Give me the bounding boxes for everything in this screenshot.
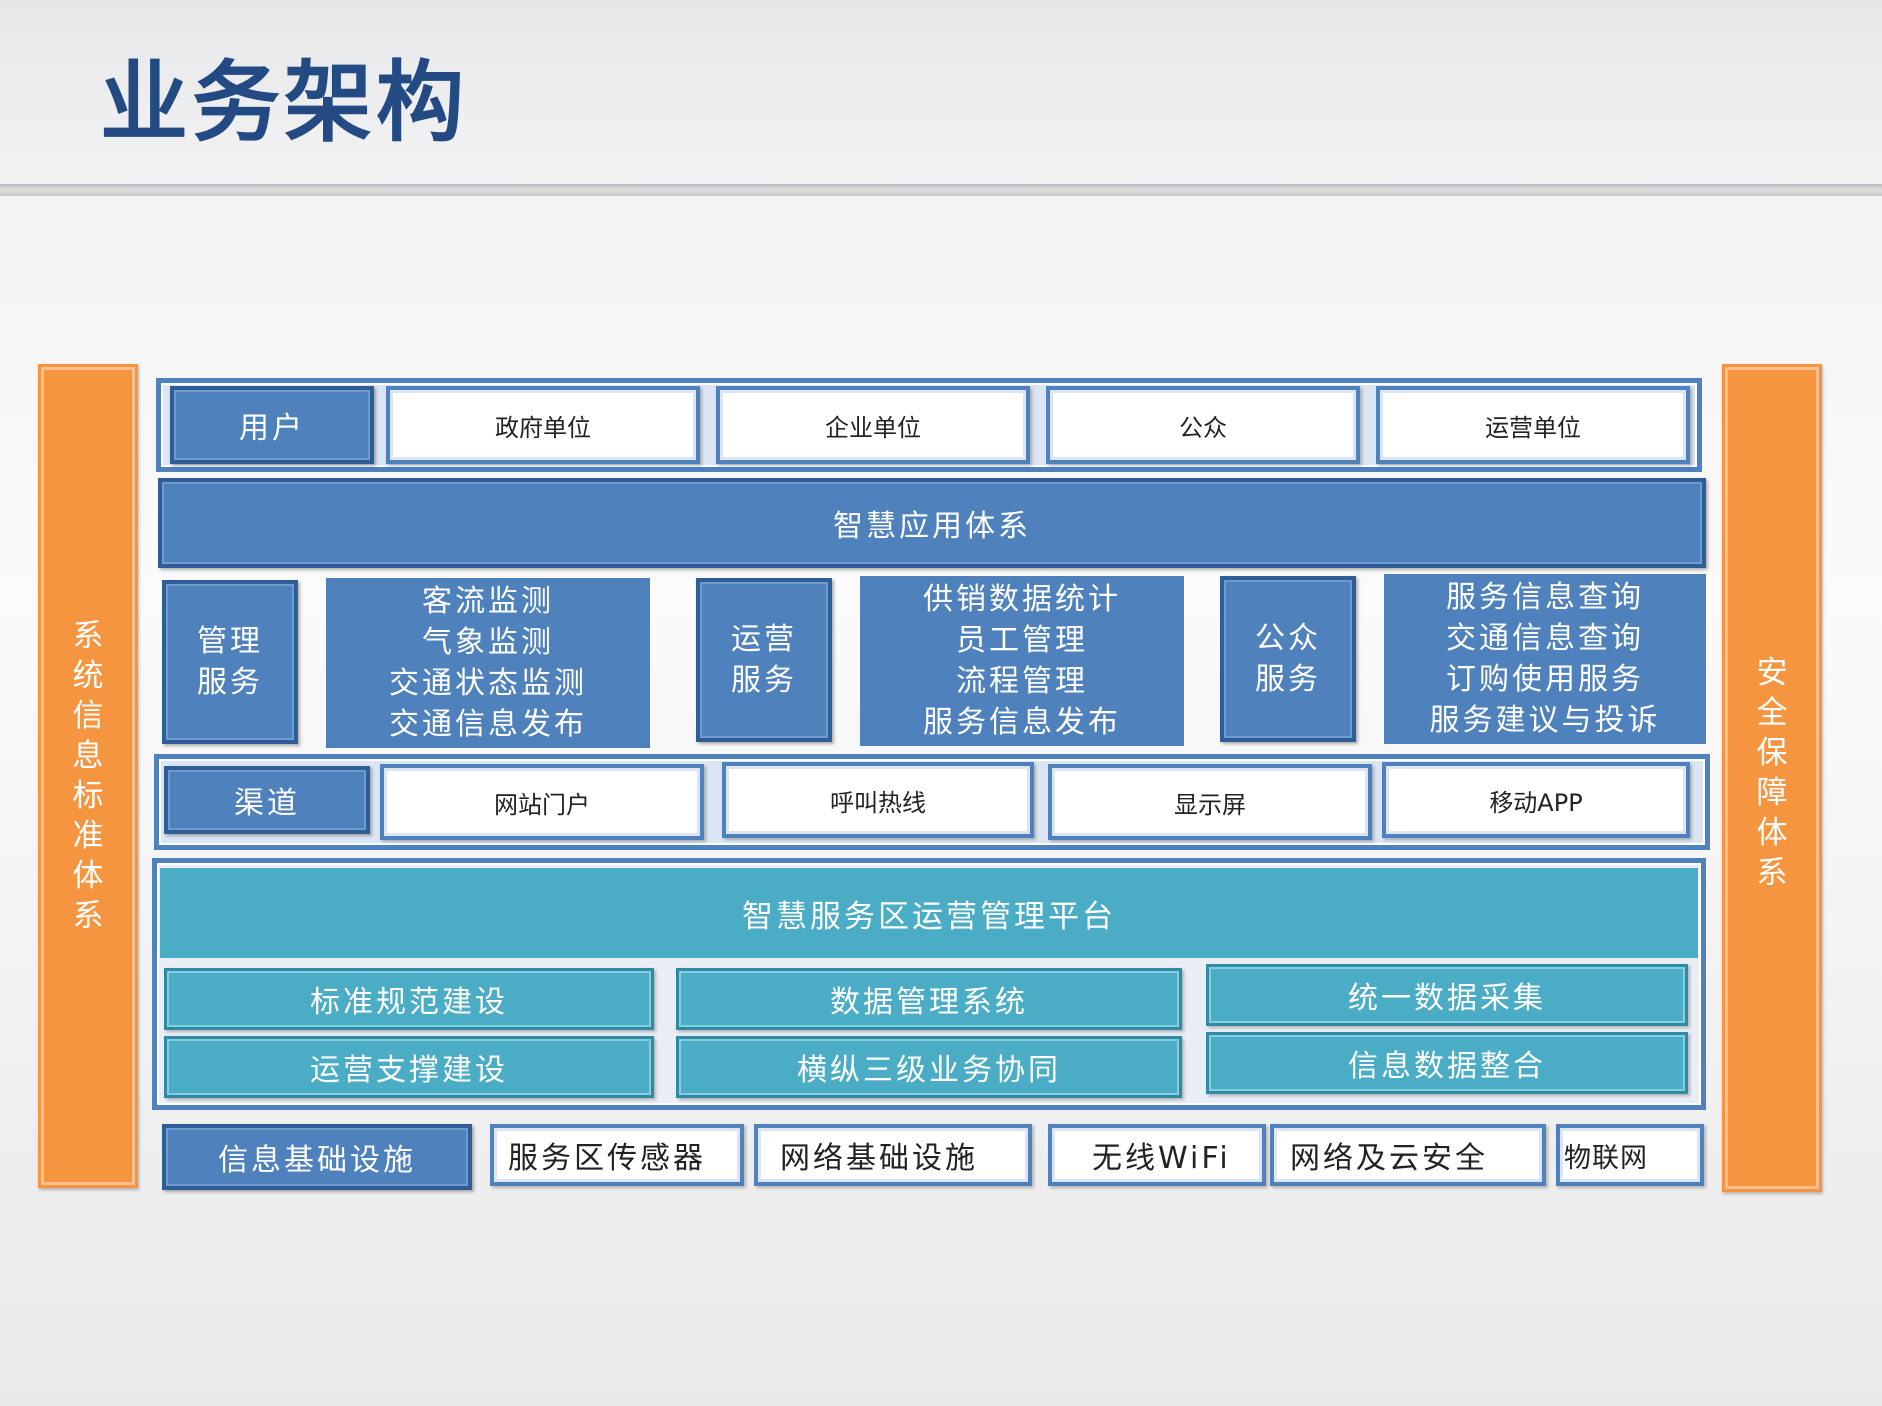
user-item-operator: 运营单位 — [1376, 386, 1690, 464]
infra-item-iot: 物联网 — [1556, 1124, 1704, 1186]
public-service-label: 公众 服务 — [1220, 576, 1356, 742]
user-item-government: 政府单位 — [386, 386, 700, 464]
infra-item-cloud-security: 网络及云安全 — [1270, 1124, 1546, 1186]
users-label: 用户 — [170, 386, 374, 464]
operation-service-label: 运营 服务 — [696, 578, 832, 742]
operation-service-item: 员工管理 — [956, 623, 1088, 658]
management-service-label: 管理 服务 — [162, 580, 298, 744]
management-service-item: 客流监测 — [422, 584, 554, 619]
public-service-line-1: 公众 — [1255, 621, 1321, 656]
public-service-item: 交通信息查询 — [1446, 621, 1644, 656]
platform-title: 智慧服务区运营管理平台 — [160, 868, 1698, 958]
platform-module-data-collection: 统一数据采集 — [1206, 964, 1688, 1026]
header-divider — [0, 184, 1882, 196]
user-item-public: 公众 — [1046, 386, 1360, 464]
management-service-line-1: 管理 — [197, 624, 263, 659]
operation-service-item: 服务信息发布 — [923, 705, 1121, 740]
smart-application-system: 智慧应用体系 — [158, 478, 1706, 568]
management-service-items: 客流监测 气象监测 交通状态监测 交通信息发布 — [326, 578, 650, 748]
infra-item-sensors: 服务区传感器 — [490, 1124, 744, 1186]
public-service-item: 服务建议与投诉 — [1429, 703, 1661, 738]
channel-item-call-hotline: 呼叫热线 — [722, 762, 1034, 838]
operation-service-items: 供销数据统计 员工管理 流程管理 服务信息发布 — [860, 576, 1184, 746]
infra-item-wifi: 无线WiFi — [1048, 1124, 1266, 1186]
public-service-line-2: 服务 — [1255, 662, 1321, 697]
standards-system-label: 系统信息标准体系 — [72, 618, 104, 934]
security-system-label: 安全保障体系 — [1756, 655, 1788, 891]
public-service-item: 订购使用服务 — [1446, 662, 1644, 697]
channel-item-mobile-app: 移动APP — [1382, 762, 1690, 838]
platform-module-data-management: 数据管理系统 — [676, 968, 1182, 1030]
platform-module-operation-support: 运营支撑建设 — [164, 1036, 654, 1098]
operation-service-line-2: 服务 — [731, 663, 797, 698]
user-item-enterprise: 企业单位 — [716, 386, 1030, 464]
management-service-item: 气象监测 — [422, 625, 554, 660]
operation-service-line-1: 运营 — [731, 622, 797, 657]
public-service-item: 服务信息查询 — [1446, 580, 1644, 615]
infra-item-network: 网络基础设施 — [754, 1124, 1032, 1186]
operation-service-item: 流程管理 — [956, 664, 1088, 699]
standards-system-pillar: 系统信息标准体系 — [38, 364, 138, 1188]
management-service-item: 交通状态监测 — [389, 666, 587, 701]
operation-service-item: 供销数据统计 — [923, 582, 1121, 617]
public-service-items: 服务信息查询 交通信息查询 订购使用服务 服务建议与投诉 — [1384, 574, 1706, 744]
platform-module-three-level-collaboration: 横纵三级业务协同 — [676, 1036, 1182, 1098]
channel-item-display-screen: 显示屏 — [1048, 764, 1372, 840]
platform-module-standards: 标准规范建设 — [164, 968, 654, 1030]
infrastructure-label: 信息基础设施 — [162, 1124, 472, 1190]
management-service-line-2: 服务 — [197, 665, 263, 700]
platform-module-data-integration: 信息数据整合 — [1206, 1032, 1688, 1094]
channel-item-web-portal: 网站门户 — [380, 764, 704, 840]
channels-label: 渠道 — [164, 766, 370, 834]
management-service-item: 交通信息发布 — [389, 707, 587, 742]
security-system-pillar: 安全保障体系 — [1722, 364, 1822, 1192]
page-title: 业务架构 — [100, 51, 469, 154]
